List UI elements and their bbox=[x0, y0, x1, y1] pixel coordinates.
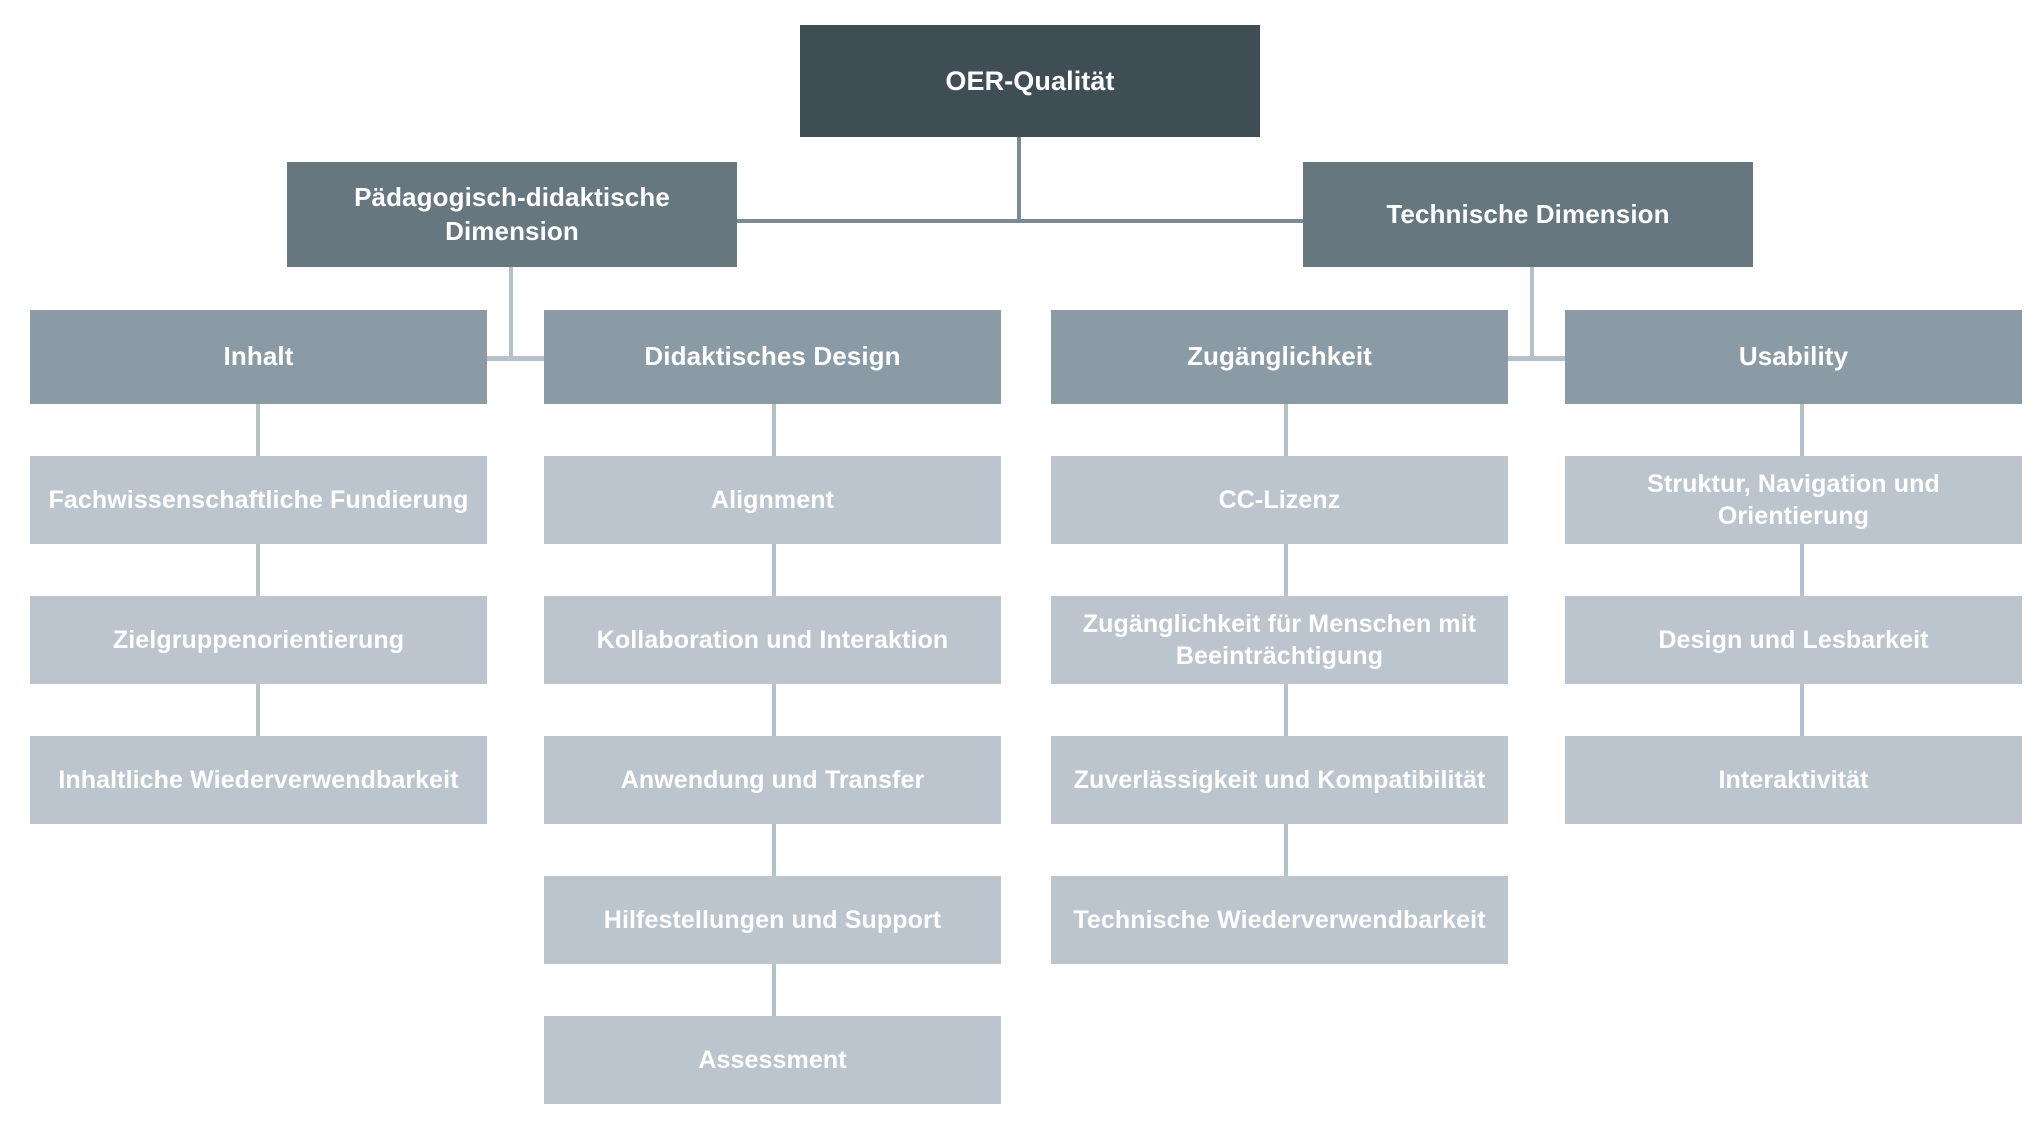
node-criterion-label: CC-Lizenz bbox=[1218, 486, 1341, 514]
connector-inhalt-1 bbox=[256, 404, 260, 456]
node-dimension-paedagogisch-didaktische[interactable]: Pädagogisch-didaktische Dimension bbox=[287, 162, 737, 267]
node-criterion-struktur-navigation-und-orientierung[interactable]: Struktur, Navigation und Orientierung bbox=[1565, 456, 2022, 544]
node-criterion-label: Interaktivität bbox=[1718, 766, 1869, 794]
connector-dimension-spine bbox=[737, 219, 1303, 223]
node-criterion-label: Design und Lesbarkeit bbox=[1658, 626, 1929, 654]
node-category-didaktisches-design[interactable]: Didaktisches Design bbox=[544, 310, 1001, 404]
connector-didaktik-1 bbox=[772, 404, 776, 456]
connector-usability-1 bbox=[1800, 404, 1804, 456]
connector-zugang-1 bbox=[1284, 404, 1288, 456]
connector-zugang-2 bbox=[1284, 544, 1288, 596]
node-criterion-anwendung-und-transfer[interactable]: Anwendung und Transfer bbox=[544, 736, 1001, 824]
node-category-label: Zugänglichkeit bbox=[1187, 341, 1372, 372]
node-root-oer-qualitaet[interactable]: OER-Qualität bbox=[800, 25, 1260, 137]
connector-didaktik-3 bbox=[772, 684, 776, 736]
node-criterion-alignment[interactable]: Alignment bbox=[544, 456, 1001, 544]
connector-usability-3 bbox=[1800, 684, 1804, 736]
connector-paed-stem bbox=[509, 267, 513, 360]
node-dimension-label: Technische Dimension bbox=[1386, 198, 1670, 229]
connector-usability-2 bbox=[1800, 544, 1804, 596]
node-criterion-label: Fachwissenschaftliche Fundierung bbox=[48, 486, 469, 514]
node-dimension-technische[interactable]: Technische Dimension bbox=[1303, 162, 1753, 267]
node-criterion-label: Zugänglichkeit für Menschen mit Beeinträ… bbox=[1082, 610, 1477, 670]
node-criterion-label: Zuverlässigkeit und Kompatibilität bbox=[1073, 766, 1486, 794]
node-criterion-label: Zielgruppenorientierung bbox=[112, 626, 405, 654]
connector-zugang-3 bbox=[1284, 684, 1288, 736]
node-criterion-label: Kollaboration und Interaktion bbox=[596, 626, 949, 654]
connector-tech-stem bbox=[1530, 267, 1534, 360]
node-category-label: Didaktisches Design bbox=[644, 341, 901, 372]
node-criterion-label: Assessment bbox=[698, 1046, 847, 1074]
connector-inhalt-3 bbox=[256, 684, 260, 736]
node-criterion-label: Struktur, Navigation und Orientierung bbox=[1647, 470, 1940, 530]
node-criterion-technische-wiederverwendbarkeit[interactable]: Technische Wiederverwendbarkeit bbox=[1051, 876, 1508, 964]
node-criterion-hilfestellungen-und-support[interactable]: Hilfestellungen und Support bbox=[544, 876, 1001, 964]
node-criterion-inhaltliche-wiederverwendbarkeit[interactable]: Inhaltliche Wiederverwendbarkeit bbox=[30, 736, 487, 824]
connector-root-stem bbox=[1017, 137, 1021, 222]
node-category-label: Inhalt bbox=[223, 341, 294, 372]
node-criterion-assessment[interactable]: Assessment bbox=[544, 1016, 1001, 1104]
node-criterion-label: Inhaltliche Wiederverwendbarkeit bbox=[58, 766, 459, 794]
node-criterion-cc-lizenz[interactable]: CC-Lizenz bbox=[1051, 456, 1508, 544]
connector-didaktik-5 bbox=[772, 964, 776, 1016]
node-criterion-kollaboration-und-interaktion[interactable]: Kollaboration und Interaktion bbox=[544, 596, 1001, 684]
node-criterion-label: Alignment bbox=[710, 486, 835, 514]
node-criterion-zielgruppenorientierung[interactable]: Zielgruppenorientierung bbox=[30, 596, 487, 684]
node-criterion-zuverlaessigkeit-und-kompatibilitaet[interactable]: Zuverlässigkeit und Kompatibilität bbox=[1051, 736, 1508, 824]
node-criterion-zugaenglichkeit-fuer-menschen-mit-beeintraechtigung[interactable]: Zugänglichkeit für Menschen mit Beeinträ… bbox=[1051, 596, 1508, 684]
node-category-label: Usability bbox=[1738, 341, 1849, 372]
node-criterion-fachwissenschaftliche-fundierung[interactable]: Fachwissenschaftliche Fundierung bbox=[30, 456, 487, 544]
connector-didaktik-2 bbox=[772, 544, 776, 596]
connector-didaktik-4 bbox=[772, 824, 776, 876]
node-dimension-label: Pädagogisch-didaktische Dimension bbox=[354, 182, 670, 246]
node-criterion-interaktivitaet[interactable]: Interaktivität bbox=[1565, 736, 2022, 824]
node-category-usability[interactable]: Usability bbox=[1565, 310, 2022, 404]
node-criterion-label: Hilfestellungen und Support bbox=[603, 906, 942, 934]
node-criterion-label: Technische Wiederverwendbarkeit bbox=[1073, 906, 1486, 934]
node-criterion-label: Anwendung und Transfer bbox=[620, 766, 925, 794]
connector-zugang-4 bbox=[1284, 824, 1288, 876]
node-root-label: OER-Qualität bbox=[945, 65, 1115, 96]
connector-paed-spine bbox=[487, 356, 544, 361]
connector-inhalt-2 bbox=[256, 544, 260, 596]
node-category-inhalt[interactable]: Inhalt bbox=[30, 310, 487, 404]
node-criterion-design-und-lesbarkeit[interactable]: Design und Lesbarkeit bbox=[1565, 596, 2022, 684]
node-category-zugaenglichkeit[interactable]: Zugänglichkeit bbox=[1051, 310, 1508, 404]
connector-tech-spine bbox=[1508, 356, 1565, 361]
